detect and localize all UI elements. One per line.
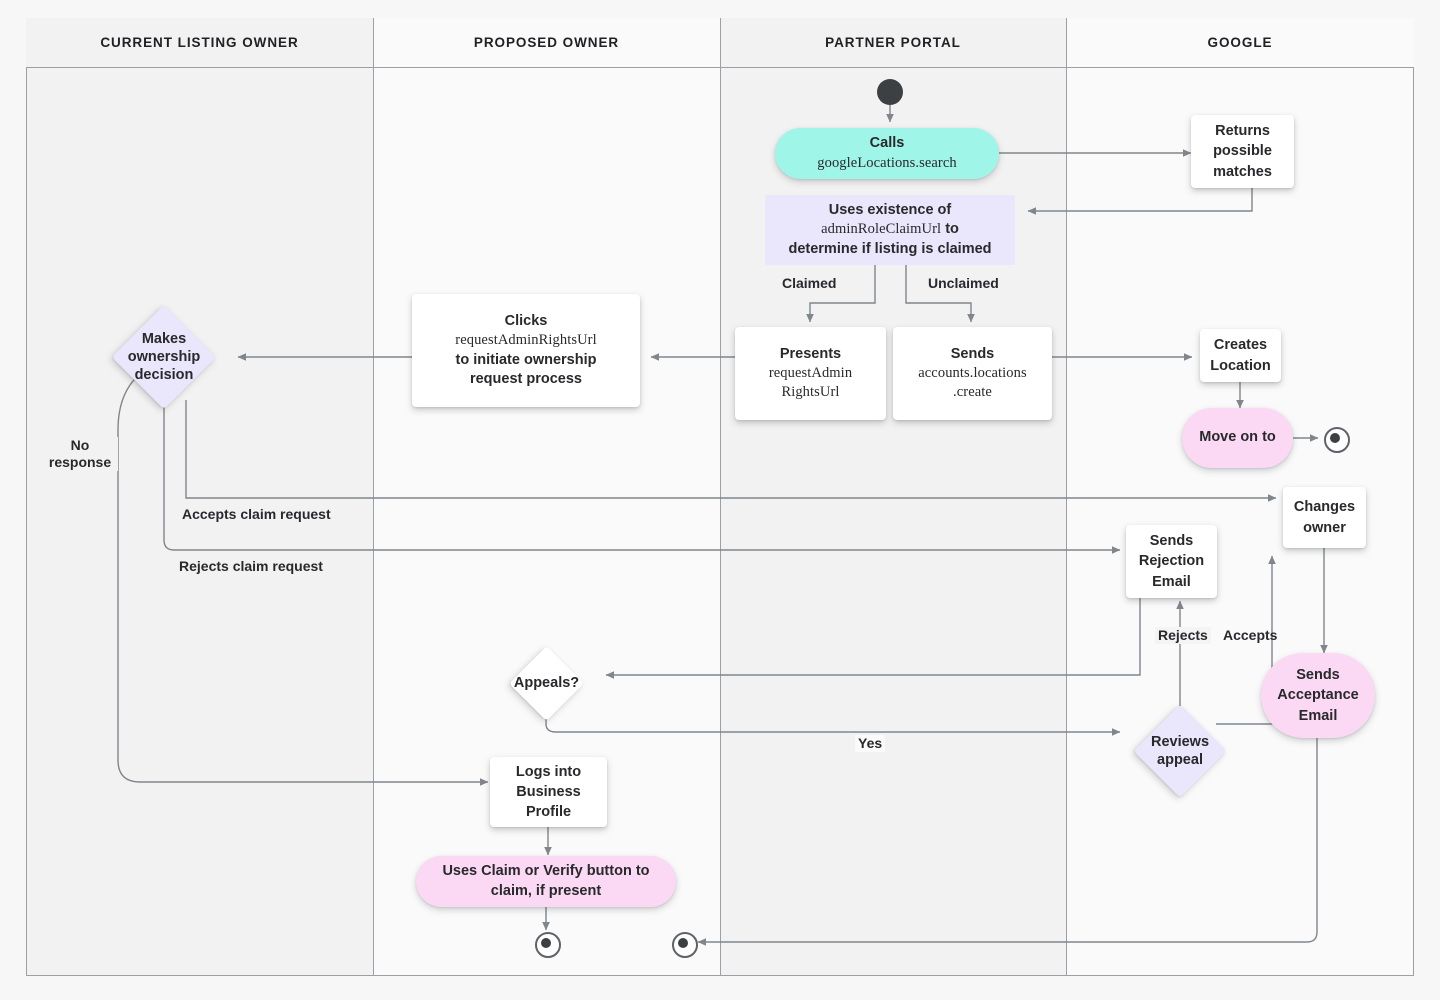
lane-divider-h2 <box>720 18 721 68</box>
appeals-text: Appeals? <box>513 675 580 692</box>
calls-title: Calls <box>869 135 905 152</box>
move-on-to-label: Move on to <box>1199 429 1276 446</box>
makes-line-1: Makes <box>141 330 187 347</box>
presents-api-line-2: RightsUrl <box>781 384 840 401</box>
edge-label-no-response: No response <box>42 437 118 472</box>
calls-api: googleLocations.search <box>817 154 957 171</box>
lane-title-proposed-owner: PROPOSED OWNER <box>473 35 620 50</box>
rejection-line-3: Email <box>1152 573 1191 590</box>
clicks-line-4: request process <box>469 370 582 387</box>
end-node-google <box>1324 427 1350 453</box>
start-node <box>877 79 903 105</box>
edge-label-yes: Yes <box>855 735 886 753</box>
node-uses-existence-of-adminroleclaimurl[interactable]: Uses existence of adminRoleClaimUrl to d… <box>765 195 1015 265</box>
edge-label-accepts-claim-request: Accepts claim request <box>179 506 334 524</box>
sends-title: Sends <box>950 345 995 362</box>
lane-background-current-listing-owner <box>26 18 373 976</box>
node-calls-googlelocations-search[interactable]: Calls googleLocations.search <box>775 128 999 179</box>
lane-divider-h1 <box>373 18 374 68</box>
lane-title-partner-portal: PARTNER PORTAL <box>825 35 961 50</box>
reviews-appeal-text: Reviews appeal <box>1147 733 1213 769</box>
node-logs-into-business-profile[interactable]: Logs into Business Profile <box>490 757 607 827</box>
makes-decision-text: Makes ownership decision <box>127 330 201 384</box>
acceptance-line-1: Sends <box>1296 667 1340 684</box>
node-reviews-appeal[interactable]: Reviews appeal <box>1133 704 1227 798</box>
no-response-line-1: No <box>70 437 90 453</box>
uses-line-3: determine if listing is claimed <box>788 240 992 257</box>
uses-line-1: Uses existence of <box>828 202 952 219</box>
edge-uses-to-sends <box>905 265 975 323</box>
returns-line-3: matches <box>1213 163 1272 180</box>
returns-line-2: possible <box>1213 143 1272 160</box>
edge-appeals-yes <box>545 712 1121 736</box>
makes-line-2: ownership <box>127 348 201 365</box>
node-creates-location[interactable]: Creates Location <box>1200 329 1281 382</box>
lane-divider-2 <box>720 18 721 976</box>
sends-api-line-2: .create <box>953 384 992 401</box>
edge-returns-to-uses <box>1027 188 1253 215</box>
edge-uses-to-presents <box>806 265 876 323</box>
edge-decision-accepts <box>185 400 1277 502</box>
edge-label-rejects: Rejects <box>1155 627 1211 645</box>
makes-line-3: decision <box>134 367 194 384</box>
end-node-partner-portal <box>672 932 698 958</box>
presents-title: Presents <box>779 345 842 362</box>
node-makes-ownership-decision[interactable]: Makes ownership decision <box>111 304 217 410</box>
edge-acceptance-to-end <box>697 737 1318 946</box>
lane-header-bg-2 <box>373 18 720 68</box>
node-returns-possible-matches[interactable]: Returns possible matches <box>1191 115 1294 188</box>
acceptance-line-3: Email <box>1298 707 1338 724</box>
uses-line-2-tail: to <box>941 221 959 238</box>
edge-decision-noresponse <box>117 372 489 786</box>
rejection-line-2: Rejection <box>1138 553 1205 570</box>
edge-decision-rejects <box>163 400 1121 554</box>
lane-divider-h3 <box>1066 18 1067 68</box>
reviews-line-1: Reviews <box>1150 733 1210 750</box>
lane-title-current-listing-owner: CURRENT LISTING OWNER <box>100 35 299 50</box>
presents-api-line-1: requestAdmin <box>768 364 853 381</box>
clicks-title: Clicks <box>504 312 548 329</box>
claim-line-2: claim, if present <box>490 882 602 899</box>
logs-line-2: Business <box>516 783 581 800</box>
edge-label-rejects-claim-request: Rejects claim request <box>176 558 326 576</box>
changes-line-2: owner <box>1303 519 1346 536</box>
rejection-line-1: Sends <box>1149 533 1194 550</box>
node-clicks-requestadminrightsurl[interactable]: Clicks requestAdminRightsUrl to initiate… <box>412 294 640 407</box>
node-sends-accounts-locations-create[interactable]: Sends accounts.locations .create <box>893 327 1052 420</box>
edge-label-accepts: Accepts <box>1223 627 1278 643</box>
node-uses-claim-or-verify-button[interactable]: Uses Claim or Verify button to claim, if… <box>416 856 676 907</box>
no-response-line-2: response <box>48 454 112 471</box>
edge-rejection-to-appeals <box>605 598 1141 679</box>
logs-line-1: Logs into <box>515 763 582 780</box>
sends-api-line-1: accounts.locations <box>918 364 1027 381</box>
lane-title-google: GOOGLE <box>1207 35 1273 50</box>
logs-line-3: Profile <box>525 804 572 821</box>
node-appeals-decision[interactable]: Appeals? <box>509 646 584 721</box>
lane-divider-1 <box>373 18 374 976</box>
acceptance-line-2: Acceptance <box>1277 687 1359 704</box>
node-sends-acceptance-email[interactable]: Sends Acceptance Email <box>1261 653 1375 738</box>
uses-api: adminRoleClaimUrl <box>821 221 942 238</box>
lane-header-bg-4 <box>1066 18 1414 68</box>
lane-divider-3 <box>1066 18 1067 976</box>
node-sends-rejection-email[interactable]: Sends Rejection Email <box>1126 525 1217 598</box>
changes-line-1: Changes <box>1293 499 1356 516</box>
end-node-proposed-owner <box>535 932 561 958</box>
node-changes-owner[interactable]: Changes owner <box>1283 487 1366 548</box>
edge-label-claimed: Claimed <box>779 275 840 293</box>
swimlane-header-underline <box>26 18 1414 68</box>
creates-line-1: Creates <box>1213 337 1268 354</box>
clicks-api: requestAdminRightsUrl <box>455 332 597 349</box>
clicks-line-3: to initiate ownership <box>455 351 597 368</box>
node-move-on-to[interactable]: Move on to <box>1182 408 1293 468</box>
edge-label-unclaimed: Unclaimed <box>925 275 1002 293</box>
claim-line-1: Uses Claim or Verify button to <box>442 863 650 880</box>
returns-line-1: Returns <box>1215 123 1270 140</box>
reviews-line-2: appeal <box>1157 752 1203 768</box>
node-presents-requestadminrightsurl[interactable]: Presents requestAdmin RightsUrl <box>735 327 886 420</box>
creates-line-2: Location <box>1210 357 1271 374</box>
